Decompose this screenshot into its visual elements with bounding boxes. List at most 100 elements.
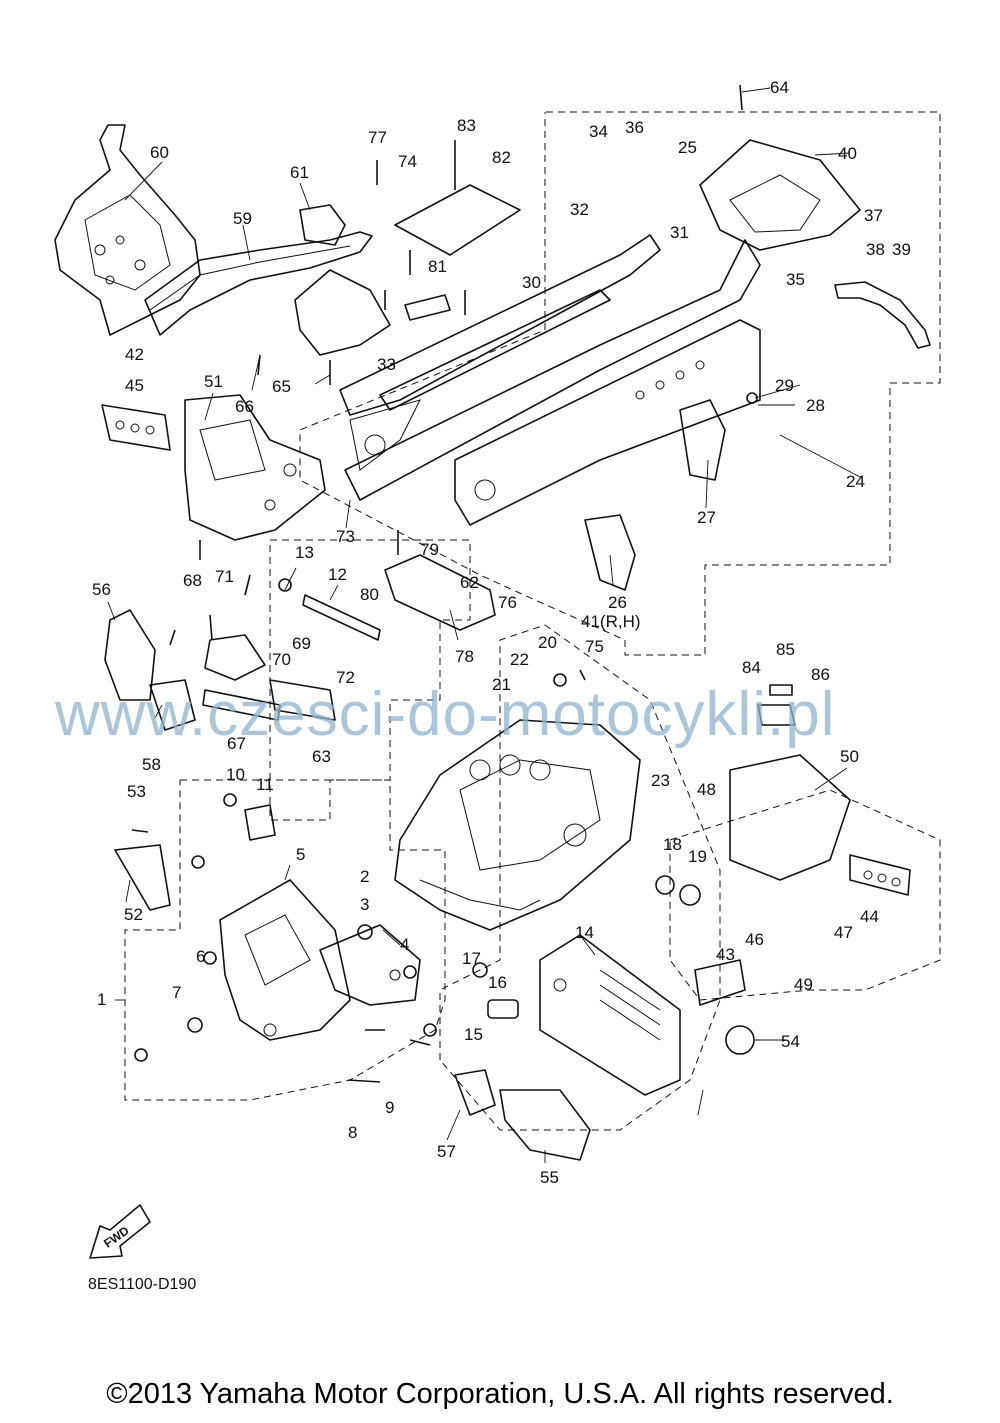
callout-31: 31: [670, 223, 689, 242]
callout-75: 75: [585, 637, 604, 656]
guard-56: [104, 609, 156, 701]
rear-plate-25: [699, 139, 861, 251]
plate-81: [404, 294, 451, 321]
callout-60: 60: [150, 143, 169, 162]
callout-69: 69: [292, 634, 311, 653]
main-frame: [339, 234, 761, 526]
callout-21: 21: [492, 675, 511, 694]
callout-51: 51: [204, 372, 223, 391]
heat-exchanger-14: [539, 934, 681, 1096]
callout-5: 5: [296, 845, 305, 864]
callout-76: 76: [498, 593, 517, 612]
callout-53: 53: [127, 782, 146, 801]
callout-7: 7: [172, 983, 181, 1002]
guard-58: [149, 679, 196, 731]
center-bulkhead: [394, 719, 641, 931]
bracket-70: [204, 634, 266, 681]
callout-74: 74: [398, 152, 417, 171]
callout-62: 62: [460, 573, 479, 592]
callout-73: 73: [336, 527, 355, 546]
block-85: [769, 684, 793, 696]
hub-54: [725, 1025, 755, 1055]
callout-38: 38: [866, 240, 885, 259]
callout-23: 23: [651, 771, 670, 790]
fwd-label: FWD: [101, 1223, 132, 1250]
callout-25: 25: [678, 138, 697, 157]
callout-34: 34: [589, 122, 608, 141]
callout-26: 26: [608, 593, 627, 612]
callout-14: 14: [575, 923, 594, 942]
callout-84: 84: [742, 658, 761, 677]
copyright-notice: ©2013 Yamaha Motor Corporation, U.S.A. A…: [106, 1378, 894, 1410]
callout-56: 56: [92, 580, 111, 599]
callout-66: 66: [235, 397, 254, 416]
callout-52: 52: [124, 905, 143, 924]
callout-48: 48: [697, 780, 716, 799]
bracket-26: [584, 514, 636, 591]
bracket-11: [244, 804, 276, 841]
callout-54: 54: [781, 1032, 800, 1051]
callout-16: 16: [488, 973, 507, 992]
plate-44: [849, 854, 911, 896]
callout-22: 22: [510, 650, 529, 669]
callout-71: 71: [215, 567, 234, 586]
callout-63: 63: [312, 747, 331, 766]
callout-19: 19: [688, 847, 707, 866]
bushing-17: [472, 962, 488, 978]
callout-79: 79: [420, 540, 439, 559]
callout-8: 8: [348, 1123, 357, 1142]
callout-9: 9: [385, 1098, 394, 1117]
callout-6: 6: [196, 947, 205, 966]
callout-43: 43: [716, 945, 735, 964]
callout-3: 3: [360, 895, 369, 914]
bracket-84: [757, 704, 796, 726]
callout-81: 81: [428, 257, 447, 276]
callout-11: 11: [256, 775, 274, 794]
callout-28: 28: [806, 396, 825, 415]
plate-45: [101, 404, 171, 451]
callout-2: 2: [360, 867, 369, 886]
callout-44: 44: [860, 907, 879, 926]
callout-labels: 1 2 3 4 5 6 7 8 9 10 11 12 13 14 15 16 1…: [92, 78, 911, 1187]
callout-37: 37: [864, 206, 883, 225]
callout-50: 50: [840, 747, 859, 766]
callout-86: 86: [811, 665, 830, 684]
bracket-69: [269, 679, 336, 721]
callout-10: 10: [226, 765, 245, 784]
callout-72: 72: [336, 668, 355, 687]
callout-24: 24: [846, 472, 865, 491]
callout-13: 13: [295, 543, 314, 562]
pan-78: [384, 554, 496, 631]
callout-30: 30: [522, 273, 541, 292]
callout-67: 67: [227, 734, 246, 753]
watermark: www.czesci-do-motocykli.pl: [54, 680, 836, 749]
ring-19: [679, 884, 701, 906]
bushing-15: [487, 999, 519, 1019]
callout-82: 82: [492, 148, 511, 167]
callout-61: 61: [290, 163, 309, 182]
callout-36: 36: [625, 118, 644, 137]
callout-65: 65: [272, 377, 291, 396]
callout-49: 49: [794, 975, 813, 994]
callout-57: 57: [437, 1142, 456, 1161]
seal-18: [655, 875, 675, 895]
callout-1: 1: [97, 990, 106, 1009]
callout-78: 78: [455, 647, 474, 666]
callout-58: 58: [142, 755, 161, 774]
leader-lines: [107, 87, 863, 1163]
callout-45: 45: [125, 376, 144, 395]
upper-tube: [144, 231, 391, 356]
callout-32: 32: [570, 200, 589, 219]
callout-64: 64: [770, 78, 789, 97]
fwd-arrow-icon: FWD: [89, 1204, 151, 1259]
diagram-code: 8ES1100-D190: [88, 1276, 196, 1293]
callout-55: 55: [540, 1168, 559, 1187]
callout-70: 70: [272, 650, 291, 669]
callout-33: 33: [377, 355, 396, 374]
callout-27: 27: [697, 508, 716, 527]
callout-35: 35: [786, 270, 805, 289]
bracket-61: [299, 204, 346, 246]
lower-front-frame: [219, 879, 421, 1041]
cover-57: [454, 1069, 496, 1116]
